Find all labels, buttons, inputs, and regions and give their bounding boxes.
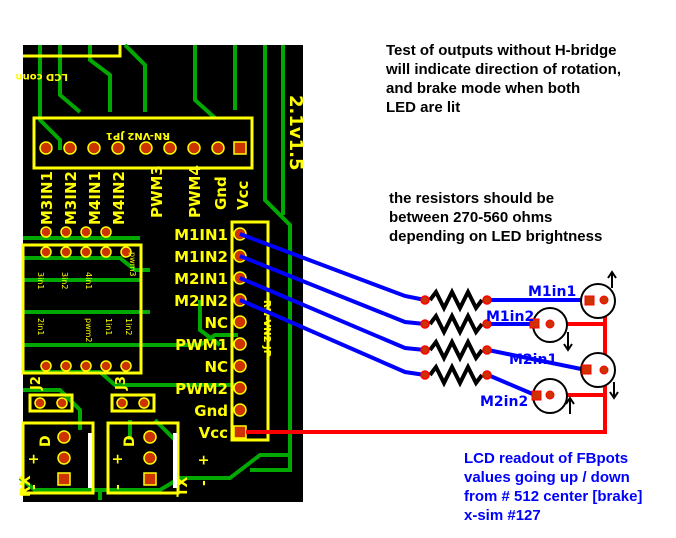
small-label-3in2: 3in2 (60, 272, 69, 289)
led-m1in1 (580, 270, 617, 319)
side-pin-m1in1: M1IN1 (174, 226, 228, 244)
wire-m1in2 (239, 254, 426, 326)
led-m1in2 (529, 307, 573, 352)
top-pin-labels: M3IN1 M3IN2 M4IN1 M4IN2 PWM3 PWM4 Gnd Vc… (38, 165, 252, 225)
jumper-j3-label: J3 (114, 376, 129, 391)
top-pin-m4in1: M4IN1 (86, 171, 104, 225)
conn1-pin-d: D (38, 435, 54, 447)
small-label-3in1: 3in1 (36, 272, 45, 289)
small-label-pwm3: pwm3 (128, 252, 137, 277)
led-m2in2 (531, 378, 575, 414)
arrow-down-icon (563, 332, 573, 352)
small-label-1in1: 1in1 (104, 318, 113, 335)
tx-label: TX (175, 476, 191, 497)
small-label-1in2: 1in2 (124, 318, 133, 335)
wire-m1in1 (239, 232, 426, 302)
side-pin-m1in2: M1IN2 (174, 248, 228, 266)
resistors (428, 287, 484, 388)
conn2-pin-plus: + (110, 453, 126, 465)
top-header-label: RN-VN2 JP1 (106, 130, 170, 141)
resistor-3 (428, 337, 484, 363)
top-pin-pwm3: PWM3 (148, 165, 166, 218)
jumper-labels: J2 J3 (29, 376, 129, 391)
led-label-m2in1: M2in1 (509, 352, 557, 368)
small-label-4in1: 4in1 (84, 272, 93, 289)
vcc-return-wire (246, 300, 607, 434)
conn3-pin-plus: + (196, 454, 212, 466)
side-pin-pwm1: PWM1 (175, 336, 228, 354)
led-labels: M1in1 M1in2 M2in1 M2in2 (480, 284, 576, 410)
connector-pin-labels: - + D - + D - + RX TX (18, 435, 212, 497)
side-pin-m2in2: M2IN2 (174, 292, 228, 310)
resistor-note: the resistors should be between 270-560 … (389, 190, 603, 245)
small-label-2in1: 2in1 (36, 318, 45, 335)
led-label-m1in2: M1in2 (486, 309, 534, 325)
resistor-4 (428, 362, 484, 388)
side-pin-vcc: Vcc (199, 424, 228, 442)
pcb-board: 2.1v1.5 LCD conn RN-VN2 JP1 RN-VN2 JP M3… (15, 43, 306, 502)
arrow-up-icon (607, 270, 617, 288)
conn1-pin-plus: + (26, 453, 42, 465)
signal-wires (239, 232, 587, 397)
title-note: Test of outputs without H-bridge will in… (386, 42, 622, 116)
top-pin-m3in2: M3IN2 (62, 171, 80, 225)
conn1-pin-minus: - (26, 484, 42, 490)
side-pin-labels: M1IN1 M1IN2 M2IN1 M2IN2 NC PWM1 NC PWM2 … (174, 226, 228, 442)
wire-m2in2 (239, 298, 426, 377)
resistor-2 (428, 311, 484, 337)
side-pin-gnd: Gnd (194, 402, 228, 420)
jumper-bars (88, 433, 177, 488)
rx-label: RX (18, 475, 34, 497)
board-version-label: 2.1v1.5 (285, 95, 306, 171)
wire-led-m2in2 (487, 373, 536, 397)
top-pin-pwm4: PWM4 (186, 165, 204, 218)
arrow-down-icon (609, 382, 619, 400)
silkscreen-text: 2.1v1.5 LCD conn RN-VN2 JP1 RN-VN2 JP M3… (15, 71, 306, 497)
wire-m2in1 (239, 276, 426, 352)
side-pin-nc-2: NC (204, 358, 228, 376)
side-pin-m2in1: M2IN1 (174, 270, 228, 288)
led-m2in1 (580, 352, 619, 400)
led-label-m2in2: M2in2 (480, 394, 528, 410)
top-pin-gnd: Gnd (212, 176, 230, 210)
conn2-pin-d: D (122, 435, 138, 447)
lcd-readout-note: LCD readout of FBpots values going up / … (464, 450, 643, 524)
small-pad-labels: 3in1 3in2 4in1 pwm3 2in1 pwm2 1in1 1in2 (36, 252, 137, 343)
side-pin-nc-1: NC (204, 314, 228, 332)
conn3-pin-minus: - (196, 480, 212, 486)
top-pin-m3in1: M3IN1 (38, 171, 56, 225)
silkscreen-outlines (21, 45, 270, 495)
wire-led-m2in1 (487, 348, 587, 372)
top-pin-vcc: Vcc (234, 181, 252, 210)
lcd-connector-label: LCD conn (15, 71, 68, 82)
led-label-m1in1: M1in1 (528, 284, 576, 300)
jumper-j2-label: J2 (29, 376, 44, 391)
side-pin-pwm2: PWM2 (175, 380, 228, 398)
resistor-pads (420, 295, 492, 380)
small-label-pwm2: pwm2 (84, 318, 93, 343)
conn2-pin-minus: - (110, 484, 126, 490)
leds (529, 270, 619, 414)
arrow-up-icon (565, 396, 575, 414)
resistor-1 (428, 287, 484, 313)
side-header-label: RN-VN2 JP (261, 300, 272, 357)
top-pin-m4in2: M4IN2 (110, 171, 128, 225)
copper-traces (18, 43, 292, 500)
solder-pads (34, 141, 247, 486)
